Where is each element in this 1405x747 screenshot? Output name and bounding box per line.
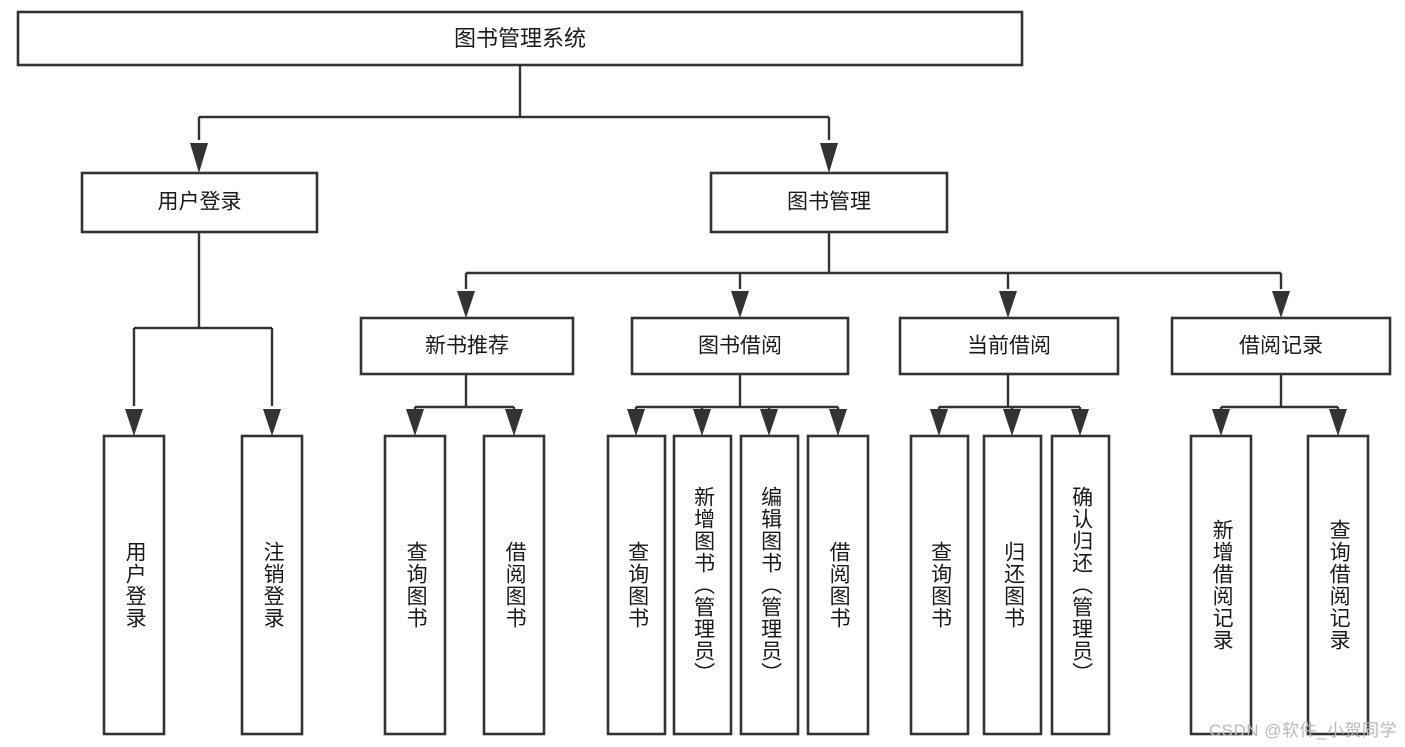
arrow-head-icon (1071, 409, 1089, 436)
leaf-box-borrow-book-1[interactable] (482, 434, 546, 736)
leaf-box-query-book-3[interactable] (909, 434, 970, 736)
arrow-head-icon (1003, 409, 1021, 436)
node-book-manage-label: 图书管理 (787, 191, 871, 214)
node-borrow-record[interactable]: 借阅记录 (1170, 316, 1392, 376)
arrow-head-icon (627, 409, 645, 436)
node-user-login[interactable]: 用户登录 (80, 171, 319, 234)
node-book-borrow-box[interactable] (630, 316, 850, 376)
arrow-head-icon (820, 143, 838, 173)
leaf-box-confirm-return[interactable] (1050, 434, 1111, 736)
arrow-head-icon (999, 291, 1017, 318)
node-root-label: 图书管理系统 (454, 26, 586, 51)
node-book-manage-box[interactable] (709, 171, 949, 234)
node-root-system[interactable]: 图书管理系统 (16, 10, 1024, 67)
leaf-box-add-book[interactable] (672, 434, 733, 736)
arrow-head-icon (125, 409, 143, 436)
leaf-box-query-record[interactable] (1306, 434, 1370, 736)
leaf-box-user-login[interactable] (102, 434, 166, 736)
node-book-borrow-label: 图书借阅 (698, 335, 782, 358)
node-borrow-record-label: 借阅记录 (1239, 335, 1323, 358)
leaf-box-layer (102, 434, 1370, 736)
node-current-borrow-box[interactable] (898, 316, 1120, 376)
arrow-head-icon (190, 143, 208, 173)
leaf-box-query-book-2[interactable] (606, 434, 667, 736)
node-current-borrow[interactable]: 当前借阅 (898, 316, 1120, 376)
arrow-head-icon (1212, 409, 1230, 436)
leaf-box-edit-book[interactable] (739, 434, 800, 736)
node-borrow-record-box[interactable] (1170, 316, 1392, 376)
arrow-head-icon (457, 291, 475, 318)
csdn-watermark: CSDN @软件_小贺同学 (1208, 721, 1397, 740)
node-current-borrow-label: 当前借阅 (967, 335, 1051, 358)
node-root-box[interactable] (16, 10, 1024, 67)
node-book-manage[interactable]: 图书管理 (709, 171, 949, 234)
node-user-login-box[interactable] (80, 171, 319, 234)
node-user-login-label: 用户登录 (158, 191, 242, 214)
arrow-head-icon (263, 409, 281, 436)
arrow-head-icon (1272, 291, 1290, 318)
leaf-box-borrow-book-2[interactable] (806, 434, 870, 736)
arrow-head-icon (406, 409, 424, 436)
node-book-borrow[interactable]: 图书借阅 (630, 316, 850, 376)
arrow-head-icon (930, 409, 948, 436)
leaf-box-user-logout[interactable] (240, 434, 304, 736)
arrow-head-icon (1329, 409, 1347, 436)
node-new-book-rec[interactable]: 新书推荐 (359, 316, 575, 376)
leaf-box-return-book[interactable] (982, 434, 1043, 736)
arrow-head-icon (693, 409, 711, 436)
node-new-book-rec-label: 新书推荐 (425, 335, 509, 358)
leaf-box-query-book-1[interactable] (383, 434, 447, 736)
node-new-book-rec-box[interactable] (359, 316, 575, 376)
arrow-head-icon (829, 409, 847, 436)
leaf-box-add-record[interactable] (1189, 434, 1253, 736)
arrow-head-icon (760, 409, 778, 436)
arrow-head-icon (505, 409, 523, 436)
connector-layer (125, 65, 1347, 436)
arrow-head-icon (731, 291, 749, 318)
